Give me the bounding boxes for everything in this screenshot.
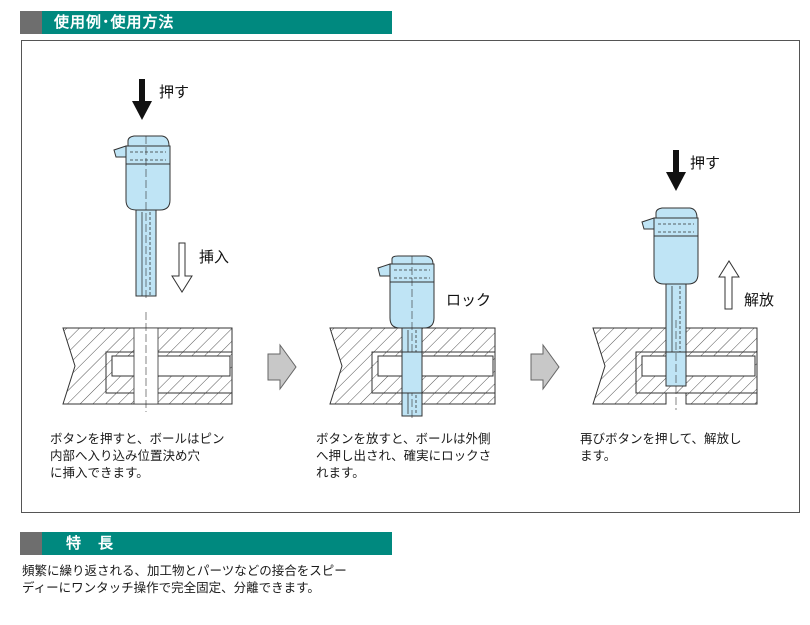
usage-section-header: 使用例･使用方法 xyxy=(20,11,392,34)
workpiece-1 xyxy=(62,312,233,412)
release-arrow xyxy=(718,260,740,310)
push-arrow-1 xyxy=(132,79,152,120)
step-arrow-2 xyxy=(530,343,560,391)
push-label-1: 押す xyxy=(159,83,189,101)
caption-line: ボタンを放すと、ボールは外側 xyxy=(316,431,491,446)
push-label-3: 押す xyxy=(690,154,720,172)
insert-label: 挿入 xyxy=(199,248,229,266)
features-line: ディーにワンタッチ操作で完全固定、分離できます。 xyxy=(22,580,320,595)
caption-line: ボタンを押すと、ボールはピン xyxy=(50,431,225,446)
caption-line: ます。 xyxy=(580,448,617,463)
pin-1 xyxy=(113,135,171,300)
lock-label: ロック xyxy=(446,291,491,309)
step-2-figure xyxy=(329,255,496,420)
caption-line: 再びボタンを押して、解放し xyxy=(580,431,742,446)
caption-line: へ押し出され、確実にロックさ xyxy=(316,448,492,463)
usage-section-title: 使用例･使用方法 xyxy=(54,13,175,31)
caption-line: 内部へ入り込み位置決め穴 xyxy=(50,448,201,463)
step-1-figure xyxy=(62,79,233,412)
step-arrow-1 xyxy=(267,343,297,391)
caption-line: れます。 xyxy=(316,465,365,480)
usage-diagram-panel xyxy=(21,40,800,513)
step-1-caption: ボタンを押すと、ボールはピン 内部へ入り込み位置決め穴 に挿入できます。 xyxy=(50,430,270,481)
step-3-caption: 再びボタンを押して、解放し ます。 xyxy=(580,430,790,464)
workpiece-2 xyxy=(329,327,496,405)
features-section-title: 特 長 xyxy=(66,534,115,552)
pin-2 xyxy=(377,255,435,420)
header-marker xyxy=(20,11,42,34)
insert-arrow xyxy=(171,242,193,293)
step-3-figure xyxy=(592,150,758,410)
features-text: 頻繁に繰り返される、加工物とパーツなどの接合をスピー ディーにワンタッチ操作で完… xyxy=(22,562,402,596)
step-2-caption: ボタンを放すと、ボールは外側 へ押し出され、確実にロックさ れます。 xyxy=(316,430,536,481)
header-marker xyxy=(20,532,42,555)
caption-line: に挿入できます。 xyxy=(50,465,149,480)
workpiece-3 xyxy=(592,320,758,410)
features-section-header: 特 長 xyxy=(20,532,392,555)
features-line: 頻繁に繰り返される、加工物とパーツなどの接合をスピー xyxy=(22,563,347,578)
push-arrow-3 xyxy=(666,150,686,191)
release-label: 解放 xyxy=(744,291,774,309)
